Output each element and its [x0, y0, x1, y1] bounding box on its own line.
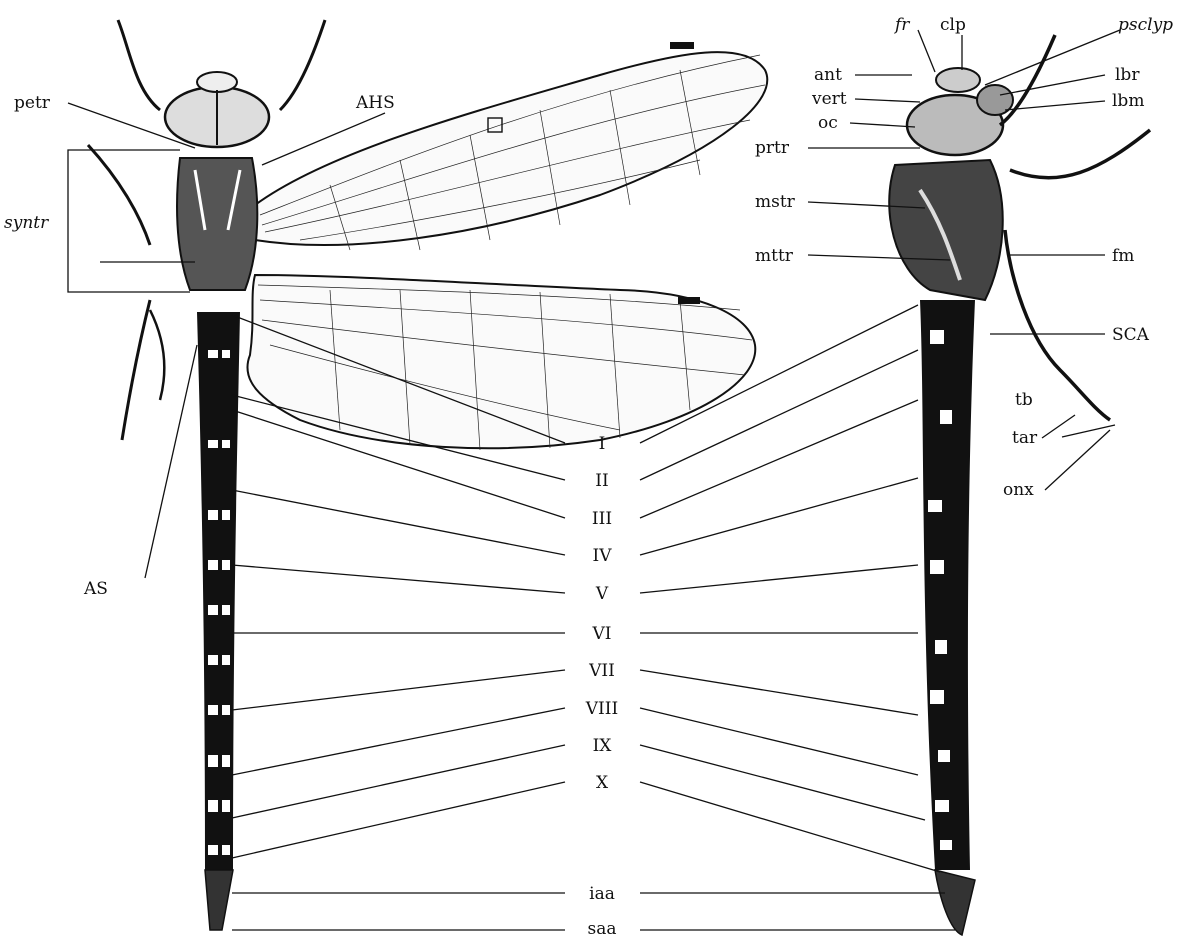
label-petr: petr	[14, 93, 51, 113]
label-syntr: syntr	[4, 213, 49, 233]
segment-label-3: III	[592, 509, 612, 529]
segment-labels: I II III IV V VI VII VIII IX X iaa saa	[585, 434, 618, 937]
label-saa: saa	[588, 919, 617, 937]
label-iaa: iaa	[589, 884, 615, 904]
label-fr: fr	[893, 15, 910, 35]
label-sca: SCA	[1112, 325, 1150, 345]
label-psclyp: psclyp	[1118, 15, 1173, 35]
label-clp: clp	[940, 15, 966, 35]
label-tar: tar	[1012, 428, 1038, 448]
segment-label-5: V	[595, 584, 609, 604]
label-vert: vert	[811, 89, 847, 109]
label-mttr: mttr	[755, 246, 794, 266]
segment-label-8: VIII	[585, 699, 618, 719]
segment-label-4: IV	[593, 546, 613, 566]
label-onx: onx	[1003, 480, 1034, 500]
label-prtr: prtr	[755, 138, 790, 158]
dorsal-view-illustration	[88, 20, 767, 930]
label-mstr: mstr	[755, 192, 796, 212]
label-lbr: lbr	[1115, 65, 1140, 85]
label-lbm: lbm	[1112, 91, 1144, 111]
segment-label-10: X	[596, 773, 609, 793]
label-fm: fm	[1112, 246, 1134, 266]
label-ahs: AHS	[355, 93, 395, 113]
segment-label-2: II	[595, 471, 608, 491]
label-tb: tb	[1015, 390, 1033, 410]
segment-label-7: VII	[588, 661, 615, 681]
forewing-dorsal	[255, 42, 767, 250]
label-ant: ant	[814, 65, 842, 85]
segment-label-1: I	[599, 434, 606, 454]
segment-label-9: IX	[593, 736, 613, 756]
label-oc: oc	[818, 113, 838, 133]
segment-label-6: VI	[592, 624, 612, 644]
label-as: AS	[83, 579, 108, 599]
